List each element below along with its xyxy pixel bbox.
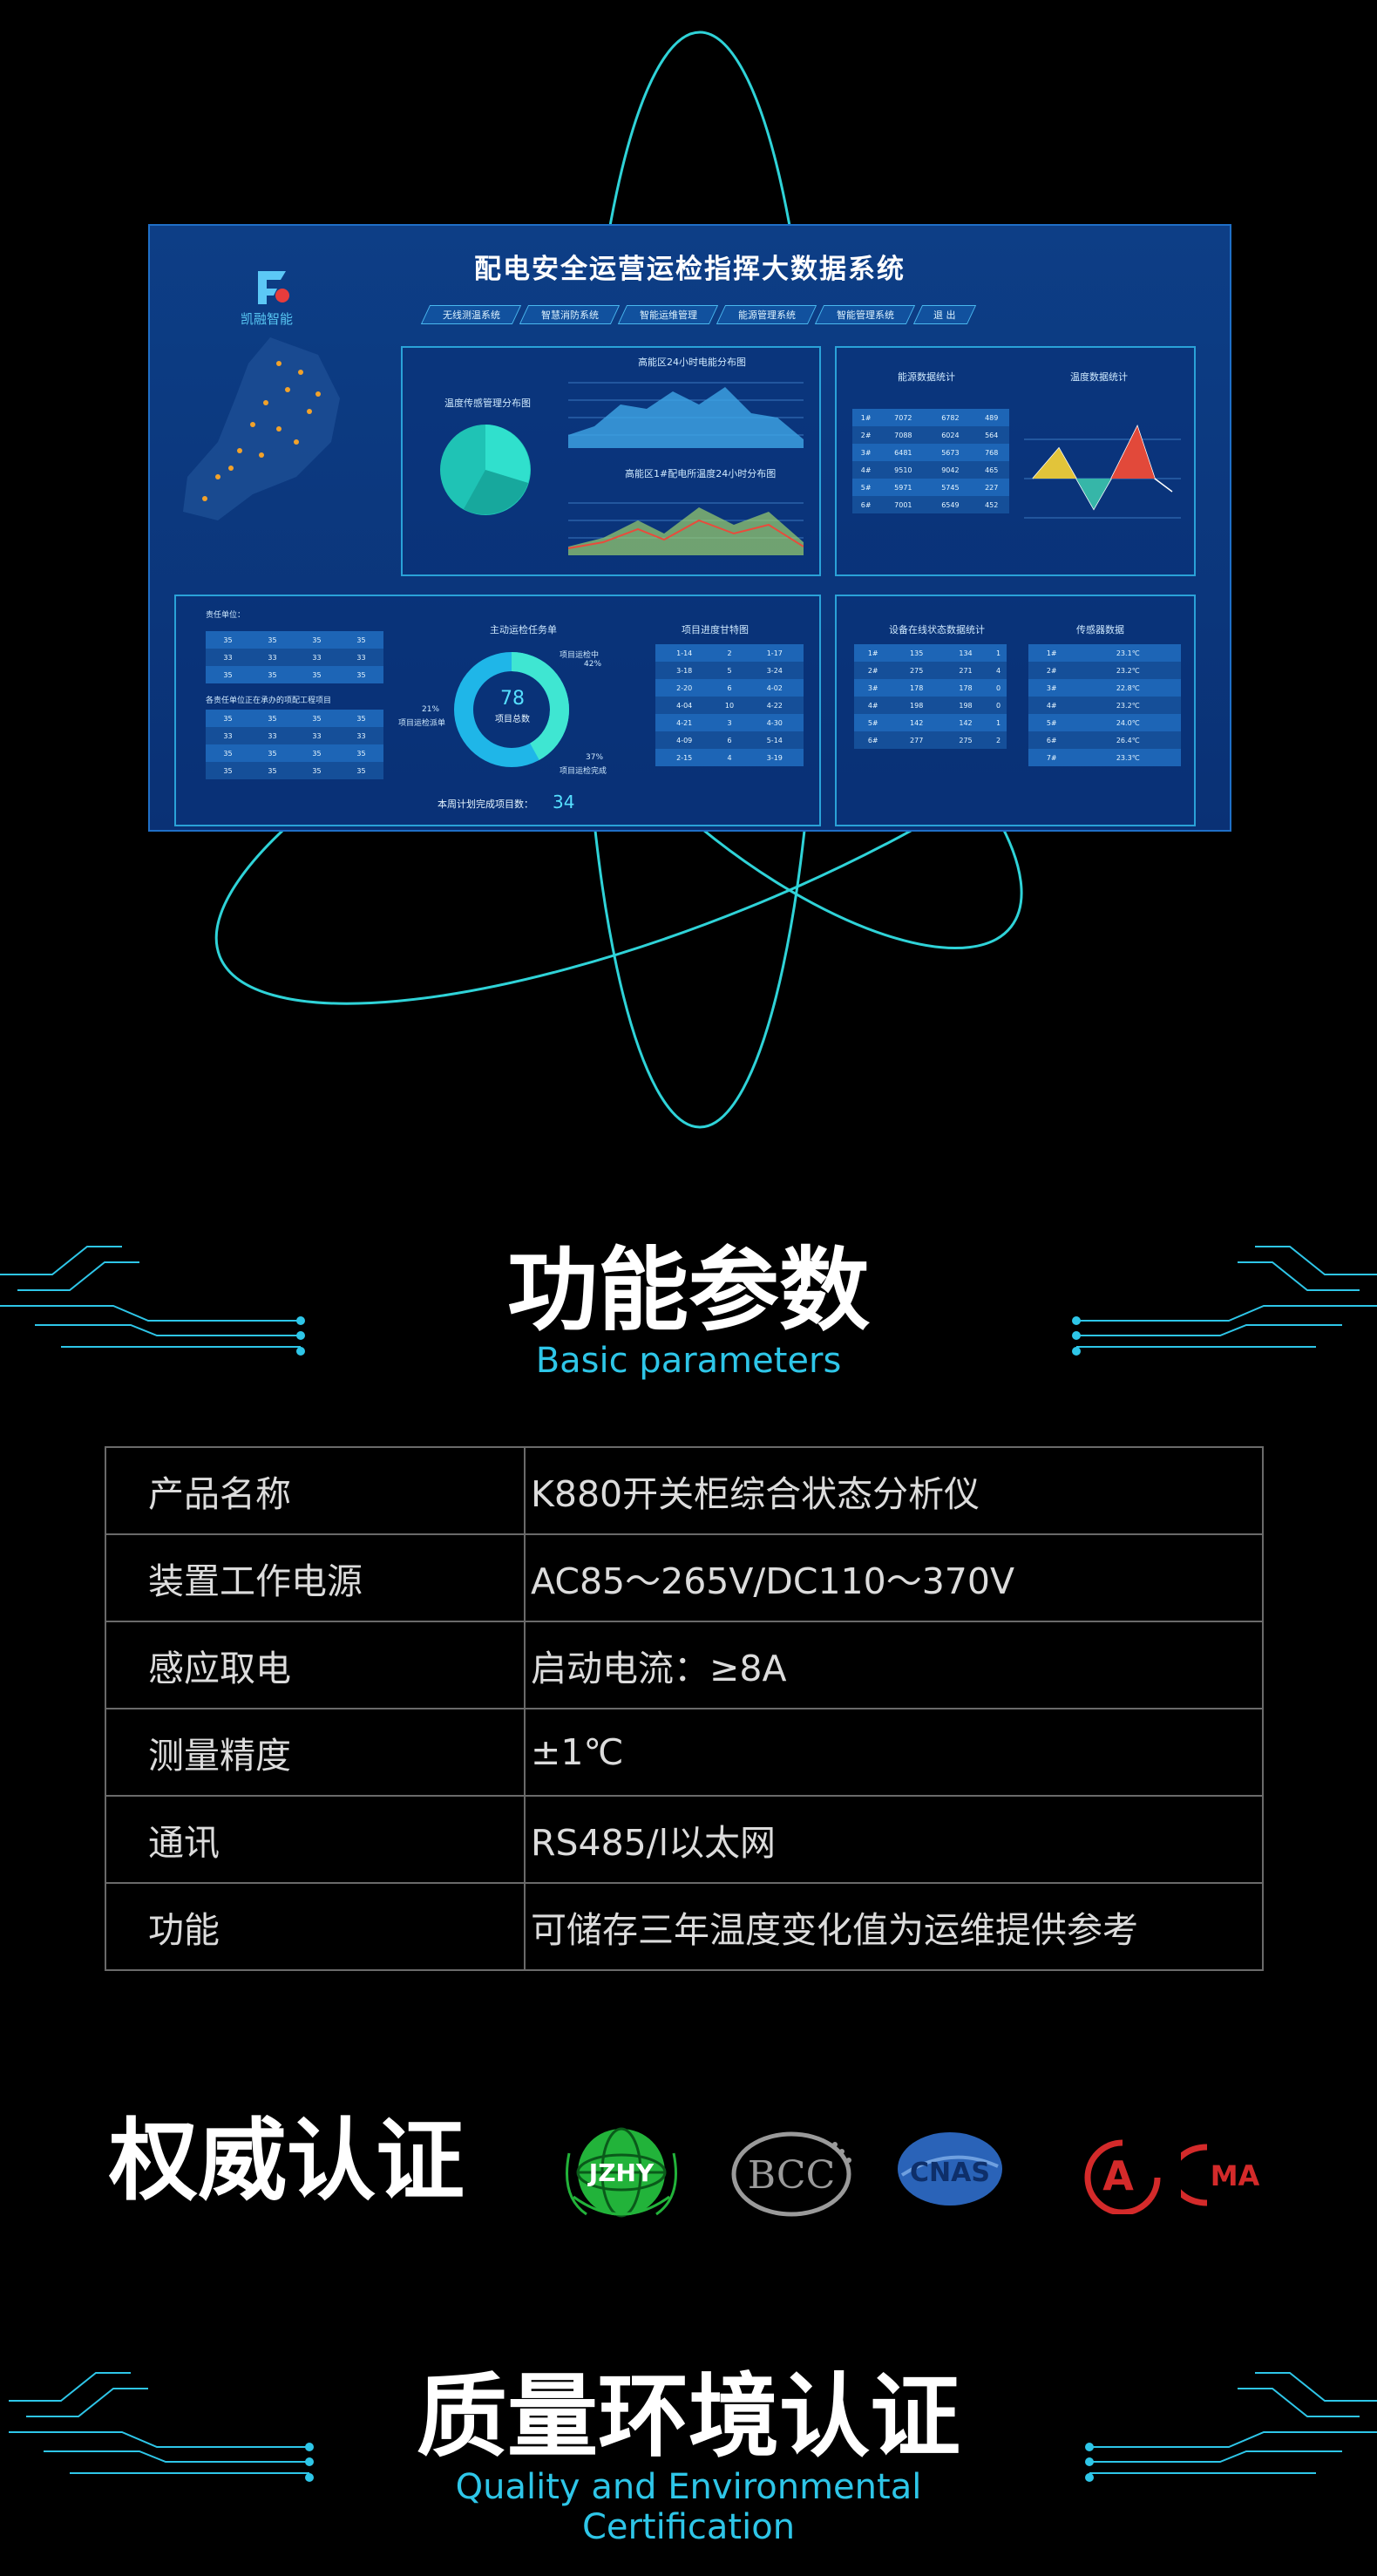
temperature-line-chart bbox=[568, 502, 804, 555]
temperature-stats-chart bbox=[1024, 425, 1181, 519]
dashboard-preview: 凯融智能 配电安全运营运检指挥大数据系统 无线测温系统 智慧消防系统 智能运维管… bbox=[148, 224, 1231, 832]
quality-subtitle-line1: Quality and Environmental bbox=[455, 2467, 922, 2507]
certs-title: 权威认证 bbox=[109, 2110, 465, 2213]
sensor-table: 1#23.1℃ 2#23.2℃ 3#22.8℃ 4#23.2℃ 5#24.0℃ … bbox=[1028, 644, 1181, 766]
table-row: 测量精度±1℃ bbox=[105, 1708, 1264, 1797]
svg-text:JZHY: JZHY bbox=[587, 2158, 655, 2187]
quality-subtitle-line2: Certification bbox=[581, 2507, 796, 2547]
svg-text:BCC: BCC bbox=[748, 2153, 835, 2198]
nav-item[interactable]: 退 出 bbox=[912, 305, 977, 324]
dashboard-nav: 无线测温系统 智慧消防系统 智能运维管理 能源管理系统 智能管理系统 退 出 bbox=[420, 305, 977, 324]
panel-charts-top: 温度传感管理分布图 高能区24小时电能分布图 高能区1#配电所温度24小时分布图 bbox=[401, 346, 821, 576]
circuit-decoration-right bbox=[1072, 1246, 1377, 1356]
week-plan-label: 本周计划完成项目数： bbox=[438, 799, 533, 810]
logo-icon bbox=[258, 271, 289, 304]
params-title: 功能参数 bbox=[506, 1237, 870, 1343]
circuit-decoration-right-2 bbox=[1085, 2372, 1377, 2482]
circuit-decoration-left-2 bbox=[9, 2372, 314, 2482]
svg-text:MA: MA bbox=[1211, 2159, 1260, 2192]
cma-logo-icon: MA bbox=[1181, 2144, 1260, 2206]
tasks-donut-chart bbox=[454, 652, 569, 767]
cnas-logo-icon: CNAS bbox=[898, 2132, 1002, 2206]
quality-title: 质量环境认证 bbox=[416, 2363, 960, 2470]
temperature-pie-chart bbox=[440, 425, 531, 515]
week-plan-value: 34 bbox=[553, 792, 575, 812]
ca-logo-icon: A bbox=[1084, 2139, 1161, 2214]
table-row: 感应取电启动电流：≥8A bbox=[105, 1621, 1264, 1709]
nav-item[interactable]: 智能管理系统 bbox=[814, 305, 916, 324]
energy-area-chart bbox=[568, 382, 804, 448]
svg-text:CNAS: CNAS bbox=[910, 2158, 990, 2188]
svg-text:A: A bbox=[1102, 2152, 1134, 2199]
jzhy-logo-icon: JZHY bbox=[566, 2127, 677, 2218]
nav-item[interactable]: 智慧消防系统 bbox=[519, 305, 621, 324]
circuit-decoration-left bbox=[0, 1246, 305, 1356]
nav-item[interactable]: 能源管理系统 bbox=[716, 305, 817, 324]
dashboard-title: 配电安全运营运检指挥大数据系统 bbox=[474, 254, 906, 285]
nav-item[interactable]: 无线测温系统 bbox=[420, 305, 522, 324]
logo-text: 凯融智能 bbox=[241, 311, 294, 327]
bcc-logo-icon: BCC bbox=[731, 2131, 851, 2217]
map-graphic bbox=[183, 337, 340, 520]
table-row: 功能可储存三年温度变化值为运维提供参考 bbox=[105, 1882, 1264, 1971]
params-subtitle: Basic parameters bbox=[535, 1341, 842, 1381]
nav-item[interactable]: 智能运维管理 bbox=[617, 305, 719, 324]
